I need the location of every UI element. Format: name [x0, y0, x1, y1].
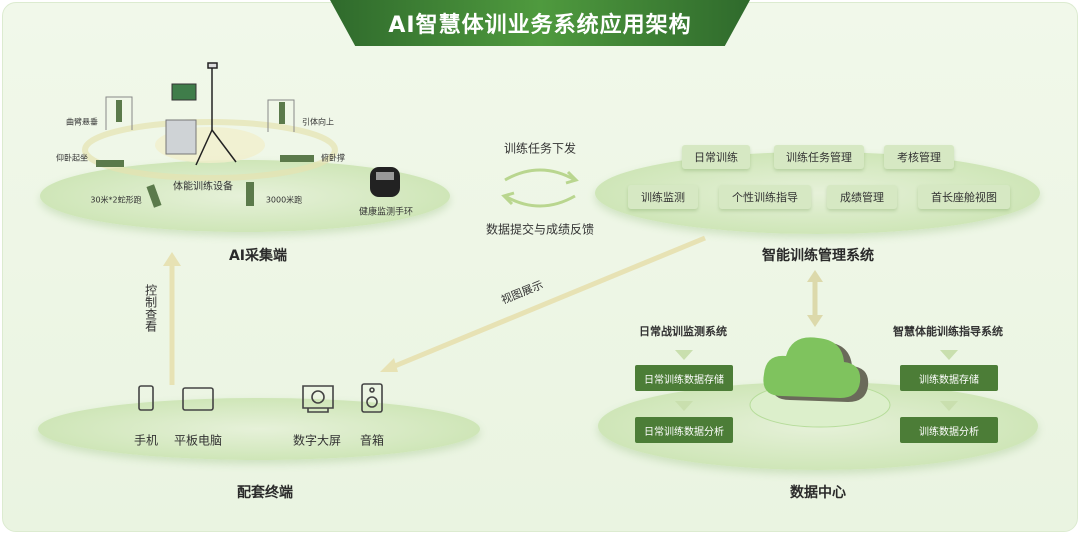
module-chip: 日常训练	[682, 145, 750, 169]
module-chip: 成绩管理	[827, 185, 897, 209]
title-banner: AI智慧体训业务系统应用架构	[330, 0, 750, 46]
guidance-system-title: 智慧体能训练指导系统	[893, 325, 1003, 338]
terminal-label: 音箱	[359, 433, 385, 448]
down-arrow-icon	[675, 350, 693, 360]
item-label: 俯卧撑	[321, 153, 345, 163]
task-flow-label: 训练任务下发	[503, 141, 577, 156]
down-arrow-icon	[940, 401, 958, 411]
big-screen-icon	[302, 385, 334, 413]
view-arrow	[389, 235, 706, 371]
terminals-title: 配套终端	[237, 485, 293, 501]
athlete-figures-icon	[96, 100, 314, 208]
control-flow-label: 控制查看	[143, 284, 158, 332]
equipment-label: 体能训练设备	[173, 181, 233, 193]
data-box: 日常训练数据分析	[635, 417, 733, 443]
data-box: 训练数据存储	[900, 365, 998, 391]
item-label: 曲臂悬垂	[66, 117, 98, 127]
speaker-icon	[361, 383, 383, 413]
datacenter-title: 数据中心	[790, 485, 846, 501]
health-band-icon	[370, 167, 400, 197]
module-chip: 个性训练指导	[719, 185, 811, 209]
feedback-flow-label: 数据提交与成绩反馈	[485, 222, 595, 237]
module-chip: 训练任务管理	[774, 145, 864, 169]
cloud-icon	[749, 337, 891, 428]
terminal-label: 数字大屏	[292, 433, 342, 448]
cycle-arrows-icon	[501, 168, 579, 208]
monitor-system-title: 日常战训监测系统	[639, 325, 727, 338]
data-box: 日常训练数据存储	[635, 365, 733, 391]
management-title: 智能训练管理系统	[762, 248, 874, 264]
down-arrow-icon	[675, 401, 693, 411]
tripod-camera-icon	[195, 62, 237, 166]
terminal-label: 手机	[133, 433, 159, 448]
item-label: 引体向上	[302, 117, 334, 127]
data-box: 训练数据分析	[900, 417, 998, 443]
collection-title: AI采集端	[228, 248, 288, 264]
item-label: 30米*2蛇形跑	[90, 195, 142, 205]
tablet-icon	[182, 387, 214, 411]
down-arrow-icon	[940, 350, 958, 360]
module-chip: 首长座舱视图	[918, 185, 1010, 209]
module-chip: 训练监测	[628, 185, 698, 209]
terminal-label: 平板电脑	[173, 433, 223, 448]
phone-icon	[138, 385, 154, 411]
terminal-platform	[38, 398, 480, 460]
item-label: 仰卧起坐	[56, 153, 88, 163]
item-label: 3000米跑	[265, 195, 303, 205]
band-label: 健康监测手环	[358, 207, 414, 218]
module-chip: 考核管理	[884, 145, 954, 169]
equipment-case-icon	[165, 83, 197, 155]
